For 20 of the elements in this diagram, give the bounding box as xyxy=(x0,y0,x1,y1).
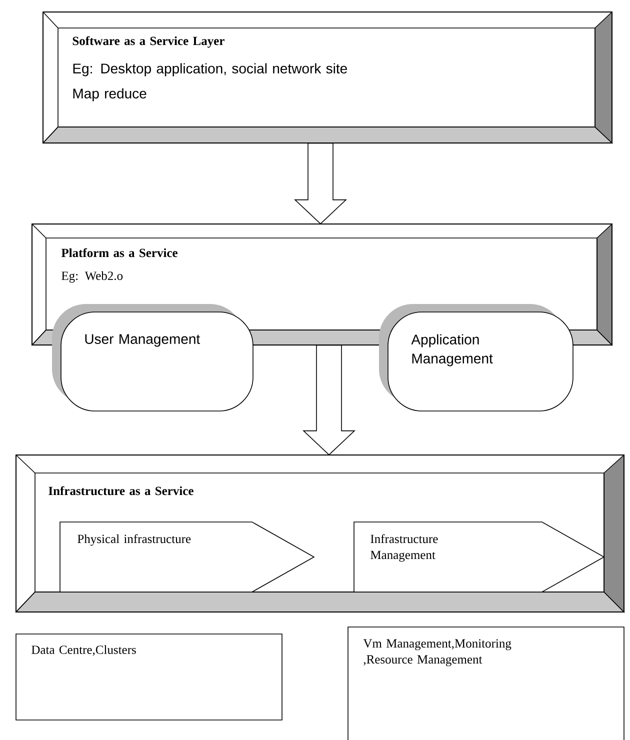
box-text: Data Centre,Clusters xyxy=(32,645,136,656)
box-text: Vm Management,Monitoring ,Resource Management xyxy=(363,639,512,666)
box-text: Infrastructure Management xyxy=(370,534,438,562)
box-heading: Infrastructure as a Service xyxy=(48,486,194,496)
pentagon-arrow-box xyxy=(354,522,605,592)
box-text: Application Management xyxy=(411,334,493,366)
box-text: Eg: Desktop application, social network site xyxy=(73,63,347,76)
block-arrow xyxy=(302,344,356,456)
box-heading: Software as a Service Layer xyxy=(72,36,224,48)
box-text: User Management xyxy=(85,334,200,347)
text-box xyxy=(348,626,624,740)
box-text: Map reduce xyxy=(73,88,146,102)
block-arrow xyxy=(294,142,347,224)
box-text: Eg: Web2.o xyxy=(62,271,123,283)
box-text: Physical infrastructure xyxy=(78,534,191,546)
box-heading: Platform as a Service xyxy=(61,248,178,258)
rounded-box xyxy=(52,304,254,412)
text-box xyxy=(16,634,282,720)
rounded-box xyxy=(379,304,574,412)
pentagon-arrow-box xyxy=(60,522,315,592)
